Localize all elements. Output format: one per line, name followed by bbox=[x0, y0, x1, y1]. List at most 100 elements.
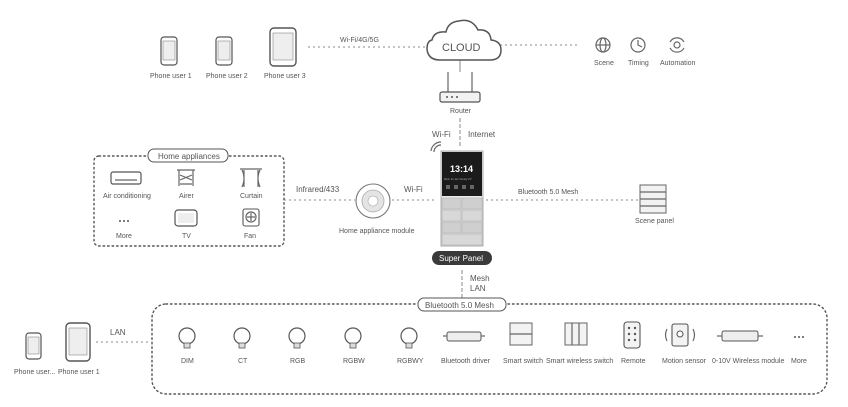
automation-label: Automation bbox=[660, 60, 696, 67]
phone-user-bottom-small-label: Phone user... bbox=[14, 369, 55, 376]
smart-switch-label: Smart switch bbox=[503, 358, 543, 365]
smart-wireless-switch-label: Smart wireless switch bbox=[546, 358, 613, 365]
bulb-icon bbox=[344, 327, 362, 349]
more-icon bbox=[794, 336, 804, 338]
wifi-4g-5g-label: Wi-Fi/4G/5G bbox=[340, 37, 379, 44]
wifi-router-label: Wi-Fi bbox=[432, 130, 451, 139]
airer-label: Airer bbox=[179, 193, 194, 200]
appliance-air-conditioning: Air conditioning bbox=[103, 171, 151, 200]
phone-user-3-top: Phone user 3 bbox=[264, 27, 306, 80]
rgbw-label: RGBW bbox=[343, 358, 365, 365]
switch-icon bbox=[509, 322, 533, 346]
clock-icon bbox=[630, 37, 646, 53]
dim-label: DIM bbox=[181, 358, 194, 365]
device-remote: Remote bbox=[621, 321, 646, 365]
bulb-icon bbox=[233, 327, 251, 349]
scene-panel-label: Scene panel bbox=[635, 218, 674, 225]
device-rgb: RGB bbox=[288, 327, 306, 365]
air-conditioner-icon bbox=[110, 171, 142, 185]
device-wireless-module: 0-10V Wireless module bbox=[712, 330, 784, 365]
bluetooth-driver-label: Bluetooth driver bbox=[441, 358, 491, 365]
phone-user-bottom-small: Phone user... bbox=[14, 332, 55, 376]
appliance-fan: Fan bbox=[242, 208, 260, 240]
curtain-icon bbox=[240, 168, 262, 188]
wireless-switch-icon bbox=[564, 322, 588, 346]
phone-user-1-label: Phone user 1 bbox=[150, 73, 192, 80]
router: Router bbox=[439, 72, 481, 115]
super-panel-subtitle: Wed, 12 Jan Cloudy 21° bbox=[444, 177, 472, 181]
appliance-curtain: Curtain bbox=[240, 168, 263, 200]
home-appliances-group: Home appliances Air conditioning Airer C… bbox=[93, 148, 285, 247]
cloud: CLOUD bbox=[426, 19, 502, 61]
motion-sensor-label: Motion sensor bbox=[662, 358, 707, 365]
device-rgbwy: RGBWY bbox=[397, 327, 424, 365]
automation-icon bbox=[669, 37, 685, 53]
scene-panel: Scene panel bbox=[635, 184, 674, 225]
wireless-module-icon bbox=[717, 330, 763, 342]
bulb-icon bbox=[288, 327, 306, 349]
phone-user-bottom-large-label: Phone user 1 bbox=[58, 369, 100, 376]
device-dim: DIM bbox=[178, 327, 196, 365]
module-icon bbox=[355, 183, 391, 219]
wireless-module-label: 0-10V Wireless module bbox=[712, 358, 784, 365]
globe-icon bbox=[595, 37, 611, 53]
airer-icon bbox=[177, 169, 195, 186]
home-appliances-title: Home appliances bbox=[158, 152, 220, 161]
device-ct: CT bbox=[233, 327, 251, 365]
phone-user-2-top: Phone user 2 bbox=[206, 36, 248, 80]
feature-automation: Automation bbox=[660, 37, 696, 67]
bulb-icon bbox=[400, 327, 418, 349]
curtain-label: Curtain bbox=[240, 193, 263, 200]
device-motion-sensor: Motion sensor bbox=[662, 323, 707, 365]
mesh-title-tag bbox=[417, 297, 507, 312]
cloud-label: CLOUD bbox=[442, 42, 481, 54]
more-devices-label: More bbox=[791, 358, 807, 365]
fan-icon bbox=[242, 208, 260, 227]
appliance-airer: Airer bbox=[177, 169, 195, 200]
device-smart-switch: Smart switch bbox=[503, 322, 543, 365]
lan-phone-label: LAN bbox=[110, 328, 126, 337]
feature-timing: Timing bbox=[628, 37, 649, 67]
scene-label: Scene bbox=[594, 60, 614, 67]
internet-label: Internet bbox=[468, 130, 496, 139]
router-label: Router bbox=[450, 108, 472, 115]
phone-user-3-label: Phone user 3 bbox=[264, 73, 306, 80]
mesh-box bbox=[151, 303, 828, 395]
rgbwy-label: RGBWY bbox=[397, 358, 424, 365]
super-panel-label-tag bbox=[432, 251, 492, 265]
device-rgbw: RGBW bbox=[343, 327, 365, 365]
appliance-more: More bbox=[116, 220, 132, 240]
remote-icon bbox=[623, 321, 641, 349]
motion-sensor-icon bbox=[664, 323, 696, 347]
bluetooth-mesh-label: Bluetooth 5.0 Mesh bbox=[518, 189, 578, 196]
wifi-module-label: Wi-Fi bbox=[404, 185, 423, 194]
air-conditioning-label: Air conditioning bbox=[103, 193, 151, 200]
infrared-433-label: Infrared/433 bbox=[296, 185, 340, 194]
tv-label: TV bbox=[182, 233, 191, 240]
mesh-label: Mesh bbox=[470, 274, 490, 283]
lan-label: LAN bbox=[470, 284, 486, 293]
cloud-icon bbox=[426, 19, 502, 61]
super-panel: 13:14 Wed, 12 Jan Cloudy 21° Super Panel bbox=[430, 141, 492, 265]
super-panel-label: Super Panel bbox=[439, 254, 483, 263]
more-label: More bbox=[116, 233, 132, 240]
module-label: Home appliance module bbox=[339, 228, 415, 235]
remote-label: Remote bbox=[621, 358, 646, 365]
driver-icon bbox=[443, 331, 485, 342]
scene-panel-icon bbox=[639, 184, 667, 214]
super-panel-screen-icons bbox=[446, 185, 474, 189]
phone-user-1-top: Phone user 1 bbox=[150, 36, 192, 80]
home-appliances-title-tag bbox=[147, 148, 229, 163]
router-icon bbox=[439, 72, 481, 103]
device-bluetooth-driver: Bluetooth driver bbox=[441, 331, 491, 365]
device-smart-wireless-switch: Smart wireless switch bbox=[546, 322, 613, 365]
mesh-group: Bluetooth 5.0 Mesh DIM CT RGB bbox=[151, 297, 828, 395]
timing-label: Timing bbox=[628, 60, 649, 67]
feature-scene: Scene bbox=[594, 37, 614, 67]
device-more: More bbox=[791, 336, 807, 365]
tv-icon bbox=[174, 209, 198, 227]
rgb-label: RGB bbox=[290, 358, 306, 365]
mesh-title: Bluetooth 5.0 Mesh bbox=[425, 301, 494, 310]
bulb-icon bbox=[178, 327, 196, 349]
ct-label: CT bbox=[238, 358, 248, 365]
